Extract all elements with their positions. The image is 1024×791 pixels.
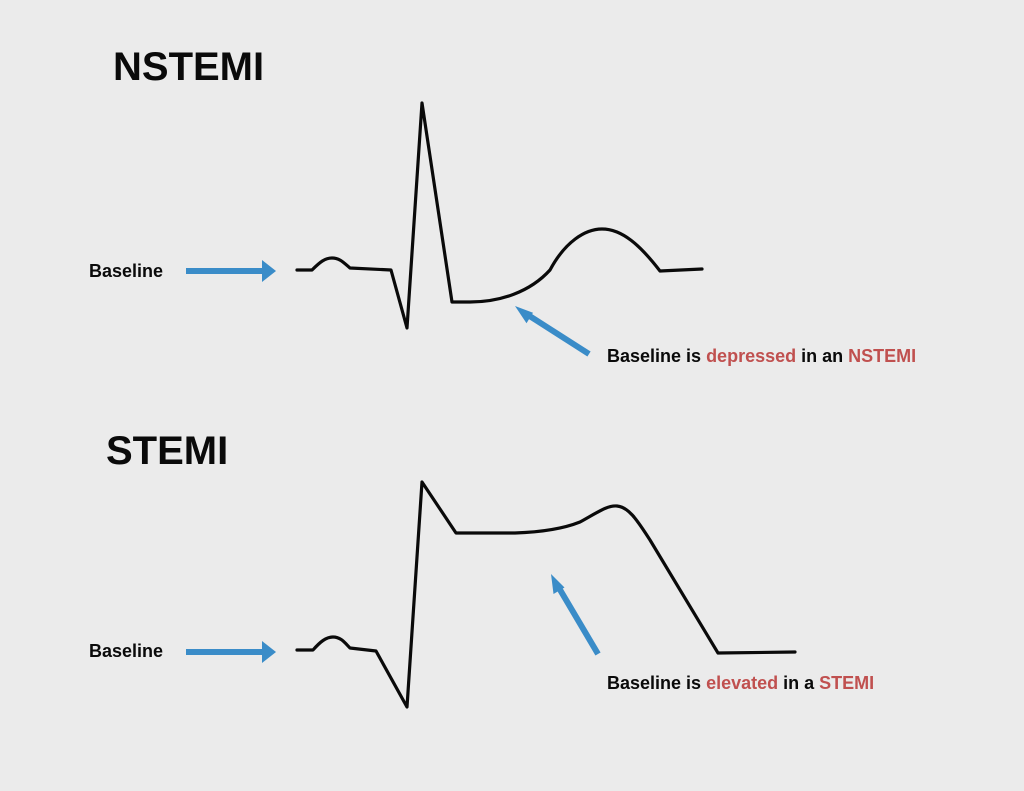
nstemi-annotation-part2: in an bbox=[796, 346, 848, 366]
nstemi-baseline-arrow bbox=[186, 260, 276, 282]
nstemi-annotation-highlight-nstemi: NSTEMI bbox=[848, 346, 916, 366]
stemi-title: STEMI bbox=[106, 429, 228, 473]
stemi-elevation-arrow-shaft bbox=[556, 586, 601, 656]
stemi-elevation-arrow bbox=[551, 574, 601, 656]
nstemi-baseline-label: Baseline bbox=[89, 261, 163, 281]
nstemi-annotation: Baseline is depressed in an NSTEMI bbox=[607, 346, 916, 366]
stemi-annotation-part1: Baseline is bbox=[607, 673, 706, 693]
nstemi-depression-arrow-head bbox=[515, 306, 533, 324]
stemi-elevation-arrow-head bbox=[551, 574, 565, 594]
stemi-annotation-highlight-stemi: STEMI bbox=[819, 673, 874, 693]
nstemi-section: NSTEMI Baseline Baseline is depressed in… bbox=[89, 45, 916, 366]
nstemi-depression-arrow bbox=[515, 306, 591, 357]
stemi-annotation-highlight-elevated: elevated bbox=[706, 673, 778, 693]
nstemi-title: NSTEMI bbox=[113, 45, 264, 89]
nstemi-annotation-highlight-depressed: depressed bbox=[706, 346, 796, 366]
stemi-annotation-part2: in a bbox=[778, 673, 819, 693]
stemi-section: STEMI Baseline Baseline is elevated in a… bbox=[89, 429, 874, 709]
nstemi-baseline-arrow-head bbox=[262, 260, 276, 282]
stemi-ecg-trace bbox=[295, 480, 797, 709]
nstemi-depression-arrow-shaft bbox=[526, 312, 591, 357]
stemi-baseline-label: Baseline bbox=[89, 641, 163, 661]
nstemi-ecg-trace bbox=[295, 101, 704, 330]
nstemi-annotation-part1: Baseline is bbox=[607, 346, 706, 366]
stemi-baseline-arrow-head bbox=[262, 641, 276, 663]
stemi-baseline-arrow bbox=[186, 641, 276, 663]
stemi-annotation: Baseline is elevated in a STEMI bbox=[607, 673, 874, 693]
